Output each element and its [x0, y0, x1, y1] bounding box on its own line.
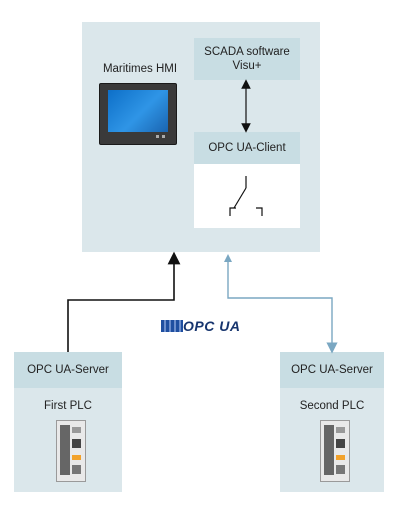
first-plc-link	[67, 251, 181, 352]
plc-device-icon-first	[56, 420, 86, 482]
visu-label: Visu+	[232, 60, 262, 72]
scada-software-box: SCADA software Visu+	[194, 38, 300, 80]
opc-client-header: OPC UA-Client	[194, 132, 300, 164]
logo-mark-icon	[161, 320, 183, 332]
opc-server-label-first: OPC UA-Server	[27, 364, 109, 376]
opc-ua-logo: OPC UA	[161, 318, 243, 334]
opc-server-header-second: OPC UA-Server	[280, 352, 384, 388]
hmi-title: Maritimes HMI	[102, 63, 178, 75]
switch-icon	[229, 176, 263, 216]
opc-client-body	[194, 164, 300, 228]
opc-server-header-first: OPC UA-Server	[14, 352, 122, 388]
plc-label-second: Second PLC	[299, 400, 365, 412]
plc-label-first: First PLC	[44, 400, 92, 412]
plc-device-icon-second	[320, 420, 350, 482]
second-plc-link	[227, 258, 338, 354]
monitor-icon	[99, 83, 177, 145]
opc-client-label: OPC UA-Client	[208, 142, 286, 154]
opc-server-label-second: OPC UA-Server	[291, 364, 373, 376]
logo-text: OPC UA	[183, 318, 241, 334]
scada-label: SCADA software	[204, 46, 290, 58]
